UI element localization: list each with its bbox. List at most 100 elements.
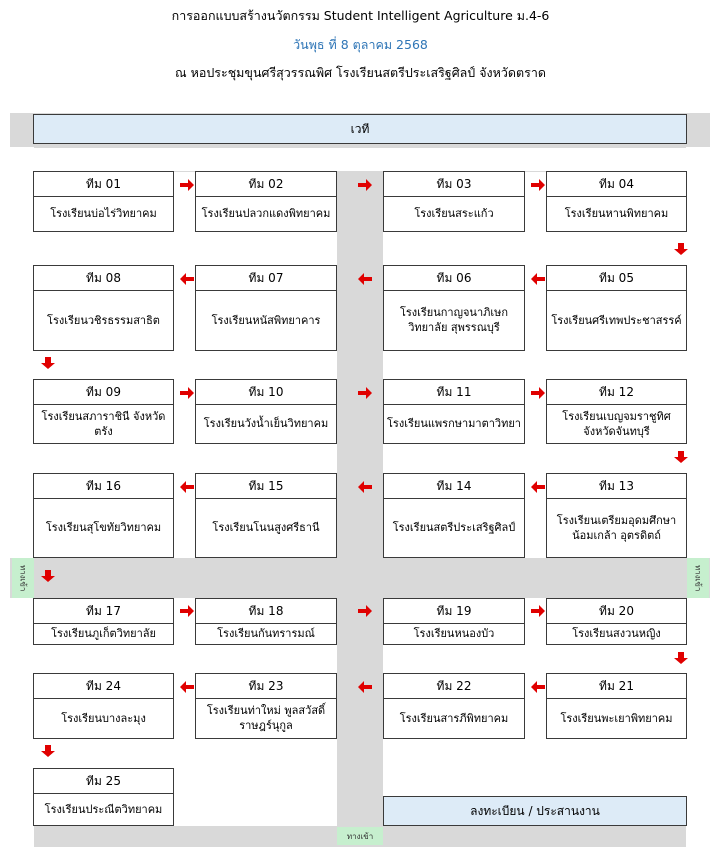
team-number: ทีม 15	[196, 474, 336, 499]
school-name: โรงเรียนแพรกษามาตาวิทยา	[387, 417, 521, 430]
left-arrow-icon	[180, 481, 194, 493]
right-arrow-icon	[358, 605, 372, 617]
team-number: ทีม 02	[196, 172, 336, 197]
school-name: โรงเรียนเบญจมราชูทิศ จังหวัดจันทบุรี	[562, 409, 671, 438]
left-arrow-icon	[358, 481, 372, 493]
team-number: ทีม 16	[34, 474, 173, 499]
entrance-left-label: ทางเข้า	[18, 564, 28, 592]
right-arrow-icon	[358, 387, 372, 399]
school-name: โรงเรียนบ่อไร่วิทยาคม	[50, 207, 157, 220]
school-name: โรงเรียนท่าใหม่ พูลสวัสดิ์ราษฎร์นุกูล	[206, 704, 326, 732]
team-box-24: ทีม 24 โรงเรียนบางละมุง	[33, 673, 174, 739]
school-name: โรงเรียนสตรีประเสริฐศิลป์	[392, 521, 516, 534]
team-number: ทีม 05	[547, 266, 686, 291]
left-arrow-icon	[531, 273, 545, 285]
team-number: ทีม 13	[547, 474, 686, 499]
team-box-19: ทีม 19 โรงเรียนหนองบัว	[383, 598, 525, 645]
team-number: ทีม 18	[196, 599, 336, 624]
team-box-02: ทีม 02 โรงเรียนปลวกแดงพิทยาคม	[195, 171, 337, 232]
left-arrow-icon	[180, 681, 194, 693]
left-arrow-icon	[531, 681, 545, 693]
floor-gap	[10, 598, 34, 847]
team-number: ทีม 24	[34, 674, 173, 699]
page-title: การออกแบบสร้างนวัตกรรม Student Intellige…	[171, 8, 550, 23]
right-arrow-icon	[531, 605, 545, 617]
down-arrow-icon	[674, 451, 688, 463]
floor-gap	[686, 147, 710, 558]
right-arrow-icon	[358, 179, 372, 191]
right-arrow-icon	[180, 605, 194, 617]
team-box-01: ทีม 01 โรงเรียนบ่อไร่วิทยาคม	[33, 171, 174, 232]
school-name: โรงเรียนสภาราชินี จังหวัดตรัง	[41, 409, 166, 438]
school-name: โรงเรียนศรีเทพประชาสรรค์	[551, 313, 682, 327]
team-box-13: ทีม 13 โรงเรียนเตรียมอุดมศึกษาน้อมเกล้า อ…	[546, 473, 687, 558]
left-arrow-icon	[180, 273, 194, 285]
school-name: โรงเรียนภูเก็ตวิทยาลัย	[51, 627, 156, 640]
school-name: โรงเรียนวชิรธรรมสาธิต	[47, 313, 160, 327]
down-arrow-icon	[41, 745, 55, 757]
floor-gap	[10, 148, 710, 171]
school-name: โรงเรียนหนองบัว	[413, 627, 495, 640]
team-number: ทีม 14	[384, 474, 524, 499]
left-arrow-icon	[358, 681, 372, 693]
entrance-bottom-label: ทางเข้า	[346, 831, 374, 841]
team-number: ทีม 20	[547, 599, 686, 624]
school-name: โรงเรียนสงวนหญิง	[572, 627, 661, 640]
entrance-left: ทางเข้า	[12, 558, 34, 598]
team-box-10: ทีม 10 โรงเรียนวังน้ำเย็นวิทยาคม	[195, 379, 337, 444]
school-name: โรงเรียนกาญจนาภิเษกวิทยาลัย สุพรรณบุรี	[399, 306, 509, 334]
event-venue: ณ หอประชุมขุนศรีสุวรรณพิศ โรงเรียนสตรีปร…	[175, 65, 546, 80]
right-arrow-icon	[180, 387, 194, 399]
team-box-05: ทีม 05 โรงเรียนศรีเทพประชาสรรค์	[546, 265, 687, 351]
team-number: ทีม 23	[196, 674, 336, 699]
down-arrow-icon	[674, 652, 688, 664]
school-name: โรงเรียนวังน้ำเย็นวิทยาคม	[203, 417, 329, 430]
right-arrow-icon	[180, 179, 194, 191]
school-name: โรงเรียนหนัสพิทยาคาร	[211, 313, 321, 327]
right-arrow-icon	[531, 179, 545, 191]
event-date: วันพุธ ที่ 8 ตุลาคม 2568	[293, 37, 428, 52]
team-number: ทีม 21	[547, 674, 686, 699]
left-arrow-icon	[531, 481, 545, 493]
team-box-20: ทีม 20 โรงเรียนสงวนหญิง	[546, 598, 687, 645]
team-number: ทีม 25	[34, 769, 173, 794]
stage: เวที	[33, 114, 687, 144]
school-name: โรงเรียนเตรียมอุดมศึกษาน้อมเกล้า อุตรดิต…	[556, 513, 677, 542]
team-number: ทีม 09	[34, 380, 173, 405]
team-number: ทีม 22	[384, 674, 524, 699]
down-arrow-icon	[41, 570, 55, 582]
team-number: ทีม 01	[34, 172, 173, 197]
school-name: โรงเรียนกันทรารมณ์	[217, 627, 315, 640]
school-name: โรงเรียนบางละมุง	[61, 711, 146, 725]
entrance-right-label: ทางเข้า	[693, 564, 703, 592]
registration-desk: ลงทะเบียน / ประสานงาน	[383, 796, 687, 826]
team-box-22: ทีม 22 โรงเรียนสารภีพิทยาคม	[383, 673, 525, 739]
school-name: โรงเรียนสารภีพิทยาคม	[399, 711, 509, 725]
down-arrow-icon	[41, 357, 55, 369]
floor-gap	[686, 598, 710, 847]
team-box-16: ทีม 16 โรงเรียนสุโขทัยวิทยาคม	[33, 473, 174, 558]
team-number: ทีม 11	[384, 380, 524, 405]
team-number: ทีม 17	[34, 599, 173, 624]
school-name: โรงเรียนปลวกแดงพิทยาคม	[201, 207, 331, 220]
team-number: ทีม 10	[196, 380, 336, 405]
team-box-18: ทีม 18 โรงเรียนกันทรารมณ์	[195, 598, 337, 645]
floor-gap	[10, 147, 34, 558]
team-box-09: ทีม 09 โรงเรียนสภาราชินี จังหวัดตรัง	[33, 379, 174, 444]
team-box-11: ทีม 11 โรงเรียนแพรกษามาตาวิทยา	[383, 379, 525, 444]
entrance-right: ทางเข้า	[687, 558, 709, 598]
team-box-23: ทีม 23 โรงเรียนท่าใหม่ พูลสวัสดิ์ราษฎร์นุ…	[195, 673, 337, 739]
team-box-14: ทีม 14 โรงเรียนสตรีประเสริฐศิลป์	[383, 473, 525, 558]
school-name: โรงเรียนสุโขทัยวิทยาคม	[45, 521, 162, 534]
team-number: ทีม 06	[384, 266, 524, 291]
team-number: ทีม 12	[547, 380, 686, 405]
school-name: โรงเรียนสระแก้ว	[414, 207, 494, 220]
team-number: ทีม 19	[384, 599, 524, 624]
team-box-12: ทีม 12 โรงเรียนเบญจมราชูทิศ จังหวัดจันทบุ…	[546, 379, 687, 444]
